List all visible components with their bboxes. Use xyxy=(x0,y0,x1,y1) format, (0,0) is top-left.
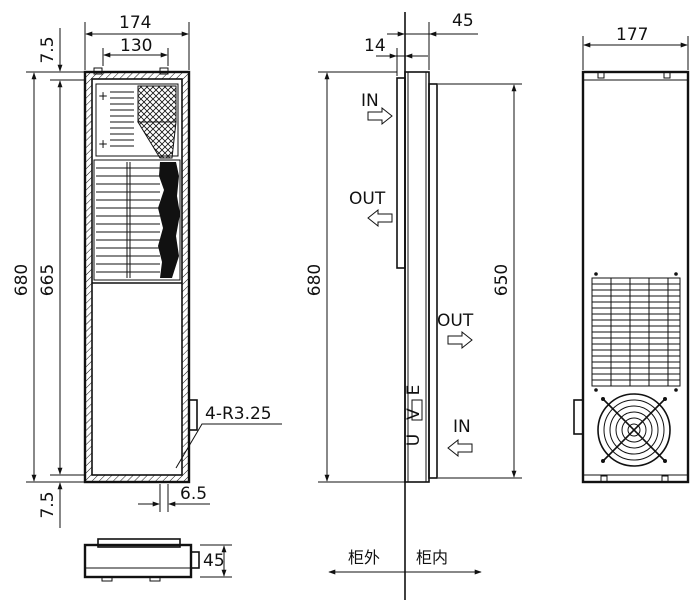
rear-bottom-tab-left xyxy=(600,475,608,483)
side-arrow-in-upper xyxy=(367,106,393,126)
front-side-bracket xyxy=(188,399,198,431)
rear-top-tab-right xyxy=(663,71,671,79)
side-label-out-lower: OUT xyxy=(437,311,474,331)
rear-dim-width: 177 xyxy=(616,25,648,45)
front-dim-width-outer: 174 xyxy=(119,13,151,33)
rear-top-tab-left xyxy=(597,71,605,79)
side-label-outside: 柜外 xyxy=(348,548,380,567)
front-radius-leader xyxy=(175,423,282,469)
side-label-in-lower: IN xyxy=(453,417,471,437)
side-dim-height: 680 xyxy=(305,264,325,296)
front-filter-black xyxy=(158,162,180,278)
side-label-in-upper: IN xyxy=(361,91,379,111)
bottom-dim-depth: 45 xyxy=(203,551,225,571)
front-dim-height-inner: 665 xyxy=(38,264,58,296)
bottom-top-lip xyxy=(97,538,181,548)
front-dim-height-outer: 680 xyxy=(12,264,32,296)
front-plus-mark-1: + xyxy=(98,89,108,103)
side-arrow-out-lower xyxy=(447,330,473,350)
bottom-foot-right xyxy=(149,576,161,582)
front-middle-grille-slats xyxy=(96,162,160,278)
front-dim-top-gap: 7.5 xyxy=(38,36,58,63)
side-dim-flange: 14 xyxy=(364,36,386,56)
rear-bottom-tab-right xyxy=(661,475,669,483)
side-outer-flange xyxy=(396,77,406,269)
side-inner-bracket xyxy=(411,399,423,421)
rear-grille-slats xyxy=(592,278,680,386)
side-letter-e: E xyxy=(404,385,424,396)
front-top-fan-mesh xyxy=(137,85,177,123)
bottom-right-stub xyxy=(190,551,200,569)
front-top-tab-right xyxy=(159,67,169,75)
bottom-foot-left xyxy=(101,576,113,582)
side-label-inside: 柜内 xyxy=(416,548,448,567)
front-top-tab-left xyxy=(93,67,103,75)
front-dim-bottom-gap: 7.5 xyxy=(38,491,58,518)
side-letter-u: U xyxy=(404,434,424,446)
side-dim-inner-height: 650 xyxy=(492,264,512,296)
front-view: + + 4-R3.25 xyxy=(12,13,282,528)
side-arrow-in-lower xyxy=(447,438,473,458)
rear-side-bracket xyxy=(573,399,584,435)
rear-body xyxy=(581,70,690,484)
rear-view: 177 xyxy=(573,25,690,484)
side-dim-depth: 45 xyxy=(452,11,474,31)
side-label-out-upper: OUT xyxy=(349,189,386,209)
front-dim-width-inner: 130 xyxy=(120,36,152,56)
front-radius-callout: 4-R3.25 xyxy=(205,404,272,424)
front-top-fan-cutaway xyxy=(137,121,177,159)
bottom-body xyxy=(83,543,193,579)
side-inner-shell xyxy=(428,83,438,479)
bottom-view: 45 xyxy=(83,538,232,582)
side-view: E V U IN OUT OUT IN 45 14 680 650 xyxy=(305,11,522,600)
rear-fan-guard xyxy=(597,393,671,467)
side-letter-v: V xyxy=(404,408,424,420)
front-top-grille xyxy=(95,83,179,157)
front-inner-panel xyxy=(91,78,183,476)
front-dim-bottom-offset: 6.5 xyxy=(180,484,207,504)
front-plus-mark-2: + xyxy=(98,137,108,151)
front-middle-grille xyxy=(93,159,181,281)
side-arrow-out-upper xyxy=(367,208,393,228)
front-top-grille-slats xyxy=(110,91,134,147)
